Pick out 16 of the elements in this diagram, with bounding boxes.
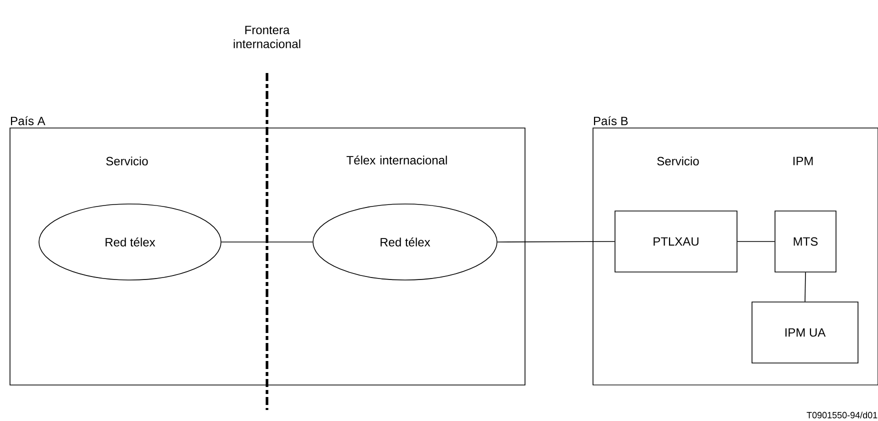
text-label: Télex internacional — [346, 156, 447, 164]
text-label: IPM — [793, 156, 813, 166]
connector-line — [804, 272, 806, 302]
node-label: País A — [10, 116, 46, 126]
text-label: Servicio — [657, 156, 699, 166]
connector-line — [497, 241, 615, 242]
text-label: Servicio — [106, 156, 148, 166]
connector-line — [737, 241, 775, 242]
node-label: País B — [594, 116, 628, 126]
process-box: PTLXAU — [614, 210, 738, 272]
ellipse-node: Red télex — [312, 204, 498, 280]
text-label: Frontera internacional — [234, 26, 300, 48]
figure-code: T0901550-94/d01 — [806, 412, 878, 418]
ellipse-node: Red télex — [38, 204, 222, 280]
process-box: IPM UA — [752, 302, 858, 364]
process-box: MTS — [774, 210, 836, 272]
